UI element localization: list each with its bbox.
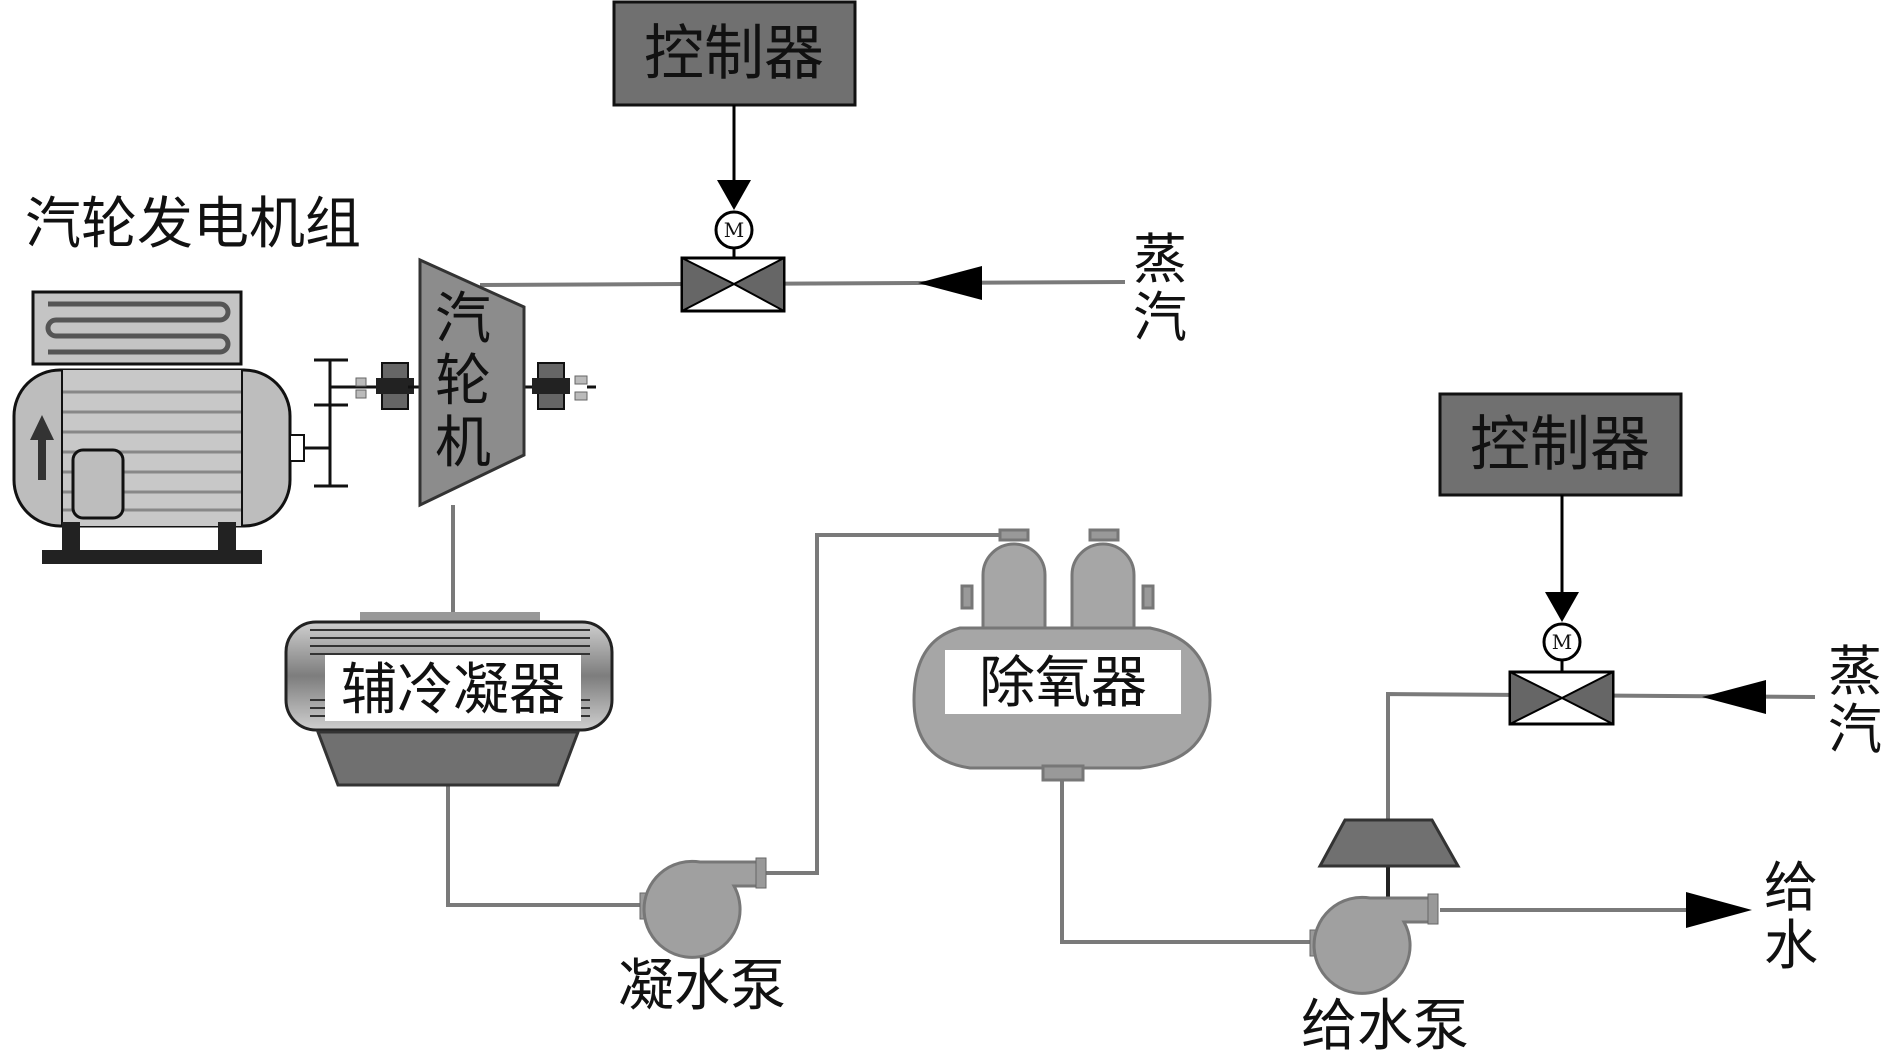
steam-arrow-top	[918, 266, 982, 300]
aux-condenser-label: 辅冷凝器	[341, 658, 565, 723]
control-signals	[717, 105, 1579, 622]
control-arrow-top	[717, 180, 751, 210]
steam-pipe-right	[1386, 691, 1816, 820]
svg-text:汽: 汽	[1828, 698, 1882, 761]
motor-symbol-top: M	[724, 218, 744, 242]
steam-label-right: 蒸 汽	[1828, 640, 1882, 761]
coupling-left	[355, 362, 420, 410]
controller-top-label: 控制器	[644, 19, 824, 89]
condensate-pump-label: 凝水泵	[618, 954, 786, 1019]
svg-text:汽: 汽	[1133, 286, 1187, 349]
feedpump-turbine	[1317, 818, 1461, 868]
controller-right-label: 控制器	[1470, 410, 1650, 480]
turbogenerator-set-label: 汽轮发电机组	[25, 192, 361, 257]
control-valve-right: M	[1508, 622, 1615, 726]
turbine-label-3: 机	[435, 411, 491, 476]
controller-top: 控制器	[612, 0, 857, 107]
svg-text:水: 水	[1764, 914, 1818, 977]
deaerator-to-feedpump-pipe	[1060, 778, 1315, 944]
generator	[12, 290, 378, 564]
control-arrow-right	[1545, 592, 1579, 622]
rotation-arrow-icon	[30, 415, 54, 480]
condensate-to-deaerator-pipe	[765, 533, 1005, 875]
condensate-pump	[639, 857, 767, 959]
deaerator-label: 除氧器	[979, 651, 1147, 716]
feedwater-pump	[1309, 893, 1439, 995]
controller-right: 控制器	[1438, 392, 1683, 497]
feedwater-arrow	[1686, 892, 1752, 928]
deaerator: 除氧器	[912, 528, 1212, 782]
control-valve-top: M	[680, 210, 786, 313]
svg-text:给: 给	[1764, 856, 1818, 919]
svg-text:蒸: 蒸	[1133, 228, 1187, 291]
pipes	[446, 280, 1816, 944]
motor-symbol-right: M	[1552, 630, 1572, 654]
steam-label-top: 蒸 汽	[1133, 228, 1187, 349]
condensate-pipe	[446, 785, 645, 907]
turbine-label-2: 轮	[435, 349, 491, 414]
steam-pipe-top	[479, 280, 1126, 287]
steam-arrow-right	[1702, 680, 1766, 714]
feedwater-label: 给 水	[1764, 856, 1818, 977]
main-turbine: 汽 轮 机	[418, 257, 526, 508]
aux-condenser: 辅冷凝器	[284, 612, 614, 787]
flow-arrows	[918, 266, 1766, 928]
svg-text:蒸: 蒸	[1828, 640, 1882, 703]
turbine-label-1: 汽	[435, 287, 491, 352]
coupling-right	[522, 362, 596, 410]
feedwater-pump-label: 给水泵	[1301, 994, 1469, 1050]
